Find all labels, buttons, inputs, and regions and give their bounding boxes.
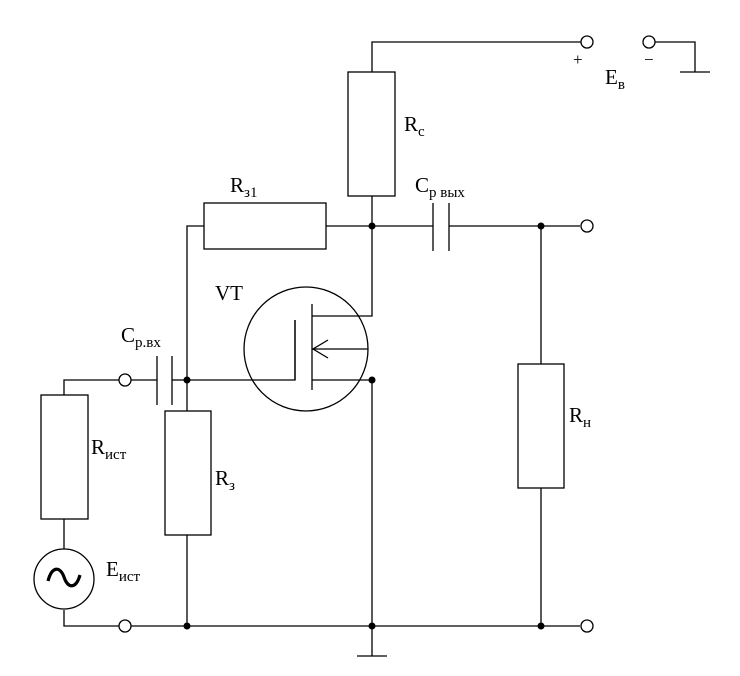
terminal-supply-plus	[580, 35, 594, 49]
wires	[63, 41, 710, 657]
resistor-rist	[40, 394, 89, 520]
terminal-output-ground	[580, 619, 594, 633]
terminal-input	[118, 373, 132, 387]
junction-nodes	[183, 222, 545, 630]
supply-minus-wire	[655, 41, 696, 72]
substrate-arrow-icon	[311, 339, 329, 359]
label-cout: Cр вых	[415, 173, 465, 201]
eist-ground-wire	[63, 610, 119, 627]
label-rist: Rист	[91, 435, 127, 463]
terminal-supply-minus	[642, 35, 656, 49]
label-rz1: Rз1	[230, 173, 257, 201]
label-rc: Rc	[404, 112, 425, 140]
label-cin: Cр.вх	[121, 323, 161, 351]
resistor-rn	[517, 363, 565, 489]
rist-top-wire	[63, 379, 119, 395]
terminal-output	[580, 219, 594, 233]
sine-wave-icon	[46, 567, 82, 588]
gate-wire	[187, 320, 296, 381]
resistor-rc	[347, 71, 396, 197]
terminal-input-ground	[118, 619, 132, 633]
ac-source-body	[33, 548, 95, 610]
label-vt: VT	[215, 281, 243, 305]
supply-wire	[371, 41, 581, 72]
label-rz: Rз	[215, 466, 235, 494]
terminals	[118, 35, 656, 633]
label-rn: Rн	[569, 403, 591, 431]
resistor-rz1	[203, 202, 327, 250]
label-ev: Eв	[605, 65, 625, 93]
label-minus: −	[644, 50, 654, 69]
capacitor-in	[156, 356, 173, 405]
rz1-left-wire	[186, 225, 204, 380]
ac-source	[33, 548, 95, 610]
label-eist: Eист	[106, 557, 141, 585]
capacitor-out	[432, 203, 450, 251]
resistor-rz	[164, 410, 212, 536]
label-plus: +	[573, 50, 583, 69]
transistor-vt	[243, 286, 369, 412]
drain-wire	[312, 226, 373, 317]
